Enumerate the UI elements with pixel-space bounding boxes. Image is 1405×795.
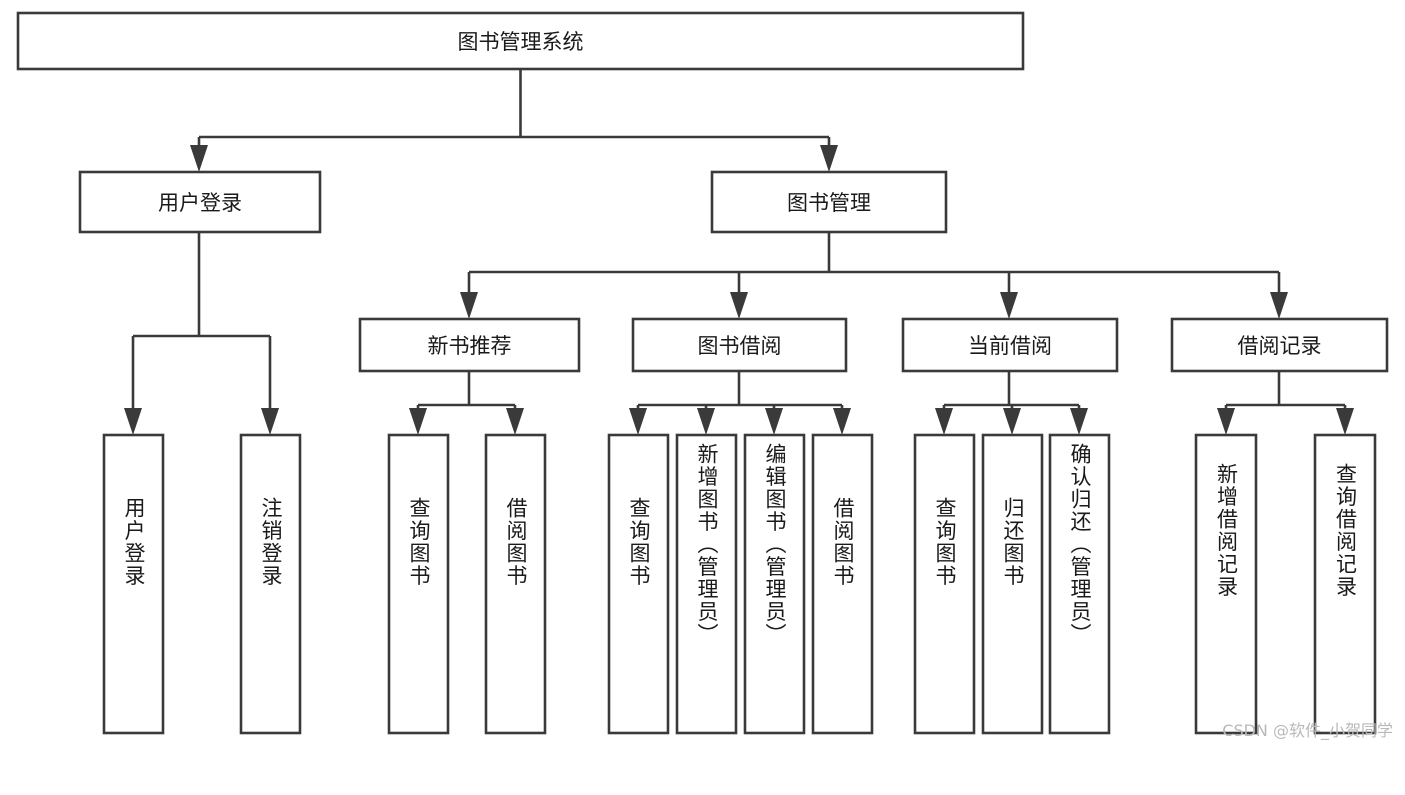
arrowhead-new-book-rec: [460, 292, 478, 319]
leaf-box-cb-return-book[interactable]: [981, 433, 1044, 735]
leaf-box-user-login[interactable]: [102, 433, 165, 735]
node-book-borrow[interactable]: [631, 317, 848, 373]
arrowhead-bb-query-book: [629, 408, 647, 435]
node-current-borrow[interactable]: [901, 317, 1119, 373]
arrowhead-cb-return-book: [1003, 408, 1021, 435]
node-user-login[interactable]: [78, 170, 322, 234]
arrowhead-bb-edit-book: [765, 408, 783, 435]
leaf-box-nbr-borrow-book[interactable]: [484, 433, 547, 735]
arrowhead-nbr-query-book: [409, 408, 427, 435]
diagram-svg: [16, 11, 1389, 735]
arrowhead-cb-query-book: [935, 408, 953, 435]
leaf-box-br-query-record[interactable]: [1313, 433, 1377, 735]
node-borrow-record[interactable]: [1170, 317, 1389, 373]
leaf-box-bb-add-book[interactable]: [675, 433, 738, 735]
arrowhead-book-borrow: [730, 292, 748, 319]
node-book-manage[interactable]: [710, 170, 948, 234]
arrowhead-borrow-record: [1270, 292, 1288, 319]
arrowhead-book-manage: [820, 145, 838, 172]
diagram-canvas-root: 图书管理系统 用户登录 图书管理 新书推荐 图书借阅 当前借阅 借阅记录 用户登…: [16, 11, 1393, 740]
leaf-box-bb-edit-book[interactable]: [743, 433, 806, 735]
arrowhead-bb-borrow-book: [833, 408, 851, 435]
arrowhead-cb-confirm-return: [1070, 408, 1088, 435]
leaf-box-bb-query-book[interactable]: [607, 433, 670, 735]
arrowhead-user-login: [190, 145, 208, 172]
arrowhead-current-borrow: [1000, 292, 1018, 319]
arrowhead-br-query-record: [1336, 408, 1354, 435]
arrowhead-leaf-user-login: [124, 408, 142, 435]
arrowhead-bb-add-book: [697, 408, 715, 435]
leaf-box-logout[interactable]: [239, 433, 302, 735]
leaf-box-bb-borrow-book[interactable]: [811, 433, 874, 735]
leaf-box-cb-query-book[interactable]: [913, 433, 976, 735]
arrowhead-leaf-logout: [261, 408, 279, 435]
arrowhead-nbr-borrow-book: [506, 408, 524, 435]
arrowhead-br-add-record: [1217, 408, 1235, 435]
leaf-box-nbr-query-book[interactable]: [387, 433, 450, 735]
node-root-system[interactable]: [16, 11, 1025, 71]
leaf-box-cb-confirm-return[interactable]: [1048, 433, 1111, 735]
node-new-book-rec[interactable]: [358, 317, 581, 373]
leaf-box-br-add-record[interactable]: [1194, 433, 1258, 735]
